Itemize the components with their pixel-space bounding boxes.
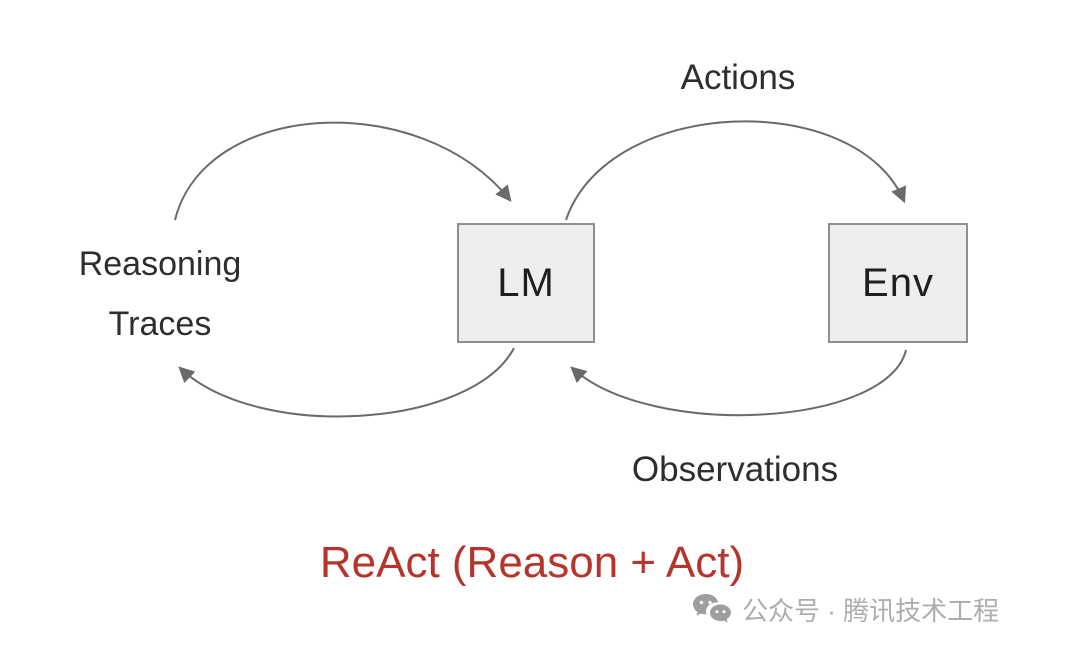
reasoning-traces-line2: Traces [108,305,212,343]
observations-label: Observations [631,450,839,489]
watermark: 公众号 · 腾讯技术工程 [692,591,999,628]
reasoning-to-lm-arrow [174,121,512,221]
actions-label: Actions [680,58,796,97]
reasoning-traces-line1: Reasoning [78,245,242,283]
diagram-title: ReAct (Reason + Act) [319,538,745,587]
wechat-icon [693,593,731,623]
env-node: Env [828,223,968,343]
lm-node: LM [457,223,595,343]
reasoning-traces-label: Reasoning Traces [79,234,242,354]
lm-to-env-actions-arrow [565,120,907,221]
lm-to-reasoning-arrow [178,347,515,418]
env-to-lm-observations-arrow [570,349,907,417]
watermark-text: 公众号 · 腾讯技术工程 [742,596,1000,626]
